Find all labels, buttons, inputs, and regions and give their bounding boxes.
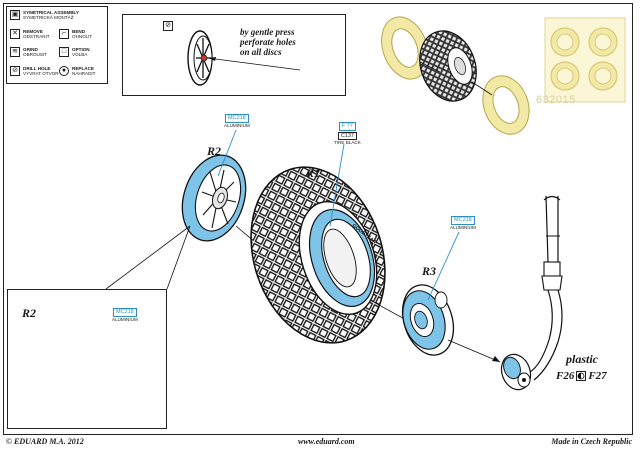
legend-drill-label: DRILL HOLE bbox=[23, 66, 51, 71]
legend-option-sublabel: VOLBA bbox=[72, 52, 88, 58]
legend-header: ▣ SYMETRICAL ASSEMBLY SYMETRICKÁ MONTÁŽ bbox=[10, 10, 79, 20]
part-label-r3: R3 bbox=[422, 264, 437, 278]
legend-drill-sublabel: VYVRAT OTVOR bbox=[23, 71, 59, 77]
landing-gear-leg bbox=[500, 195, 563, 391]
color-code: F 77 bbox=[338, 122, 356, 131]
perforation-detail-box: ⊘ bbox=[122, 14, 346, 96]
color-code: MC218 bbox=[225, 114, 249, 123]
part-ref-b: F27 bbox=[588, 370, 607, 382]
note-line-1: by gentle press bbox=[240, 27, 295, 37]
option-icon: □ bbox=[59, 47, 69, 57]
part-r2-hub bbox=[181, 154, 247, 242]
legend-remove-label: REMOVE bbox=[23, 29, 43, 34]
legend-header-line1: SYMETRICAL ASSEMBLY bbox=[23, 10, 79, 15]
mask-ring-right bbox=[482, 75, 530, 135]
symbol-legend: ▣ SYMETRICAL ASSEMBLY SYMETRICKÁ MONTÁŽ … bbox=[6, 6, 108, 84]
perforation-note: by gentle press perforate holes on all d… bbox=[240, 27, 296, 57]
remove-icon: ✕ bbox=[10, 29, 20, 39]
color-name: ALUMINIUM bbox=[224, 122, 250, 128]
plastic-part-refs: F26 F27 bbox=[556, 370, 607, 382]
pair-icon bbox=[576, 371, 587, 381]
plastic-label: plastic bbox=[566, 352, 598, 366]
legend-bend-label: BEND bbox=[72, 29, 86, 34]
part-r3-hub bbox=[401, 284, 455, 356]
catalog-number: 632015 bbox=[536, 94, 576, 106]
legend-remove-sublabel: ODSTRANIT bbox=[23, 34, 50, 40]
legend-grind-sublabel: OBROUSIT bbox=[23, 52, 47, 58]
sheet-frame bbox=[3, 3, 633, 435]
color-code: MC218 bbox=[451, 216, 475, 225]
legend-option-label: OPTION bbox=[72, 47, 90, 52]
callout-r3-color: MC218 ALUMINIUM bbox=[450, 216, 476, 231]
replace-icon: ● bbox=[59, 66, 69, 76]
color-name: ALUMINIUM bbox=[450, 224, 476, 230]
color-code: MC218 bbox=[113, 308, 137, 317]
r2-detail-box bbox=[7, 289, 167, 429]
part-label-r2: R2 bbox=[207, 144, 222, 158]
bend-icon: ⌐ bbox=[59, 29, 69, 39]
footer-website: www.eduard.com bbox=[298, 437, 355, 446]
legend-header-line2: SYMETRICKÁ MONTÁŽ bbox=[23, 15, 74, 21]
footer-origin: Made in Czech Republic bbox=[551, 437, 632, 446]
callout-r2-detail-color: MC218 ALUMINIUM bbox=[112, 308, 138, 323]
legend-bend-sublabel: OHNOUT bbox=[72, 34, 92, 40]
legend-replace-sublabel: NAHRADIT bbox=[72, 71, 96, 77]
color-name: ALUMINIUM bbox=[112, 316, 138, 322]
part-ref-a: F26 bbox=[556, 370, 575, 382]
grind-icon: ≋ bbox=[10, 47, 20, 57]
symmetry-icon: ▣ bbox=[10, 10, 20, 20]
part-r1-tire bbox=[250, 166, 386, 344]
legend-grind-label: GRIND bbox=[23, 47, 38, 52]
note-line-3: on all discs bbox=[240, 47, 282, 57]
top-inset-wheel bbox=[187, 30, 301, 86]
drill-icon: ⊘ bbox=[10, 66, 20, 76]
part-label-r1: R1 bbox=[306, 166, 321, 180]
footer: © EDUARD M.A. 2012 www.eduard.com Made i… bbox=[6, 435, 632, 449]
callout-r2-color: MC218 ALUMINIUM bbox=[224, 114, 250, 129]
color-name: TIRE BLACK bbox=[334, 140, 361, 145]
detail-leader-line bbox=[105, 225, 191, 290]
note-line-2: perforate holes bbox=[240, 37, 296, 47]
legend-replace-label: REPLACE bbox=[72, 66, 94, 71]
color-code-alt: C137 bbox=[337, 131, 357, 140]
footer-copyright: © EDUARD M.A. 2012 bbox=[6, 437, 84, 446]
drill-icon: ⊘ bbox=[163, 21, 173, 31]
top-tire bbox=[419, 30, 477, 102]
part-label-r2-detail: R2 bbox=[22, 306, 37, 320]
callout-r1-color: F 77 C137 TIRE BLACK bbox=[334, 122, 361, 146]
mask-sheet bbox=[544, 17, 626, 103]
